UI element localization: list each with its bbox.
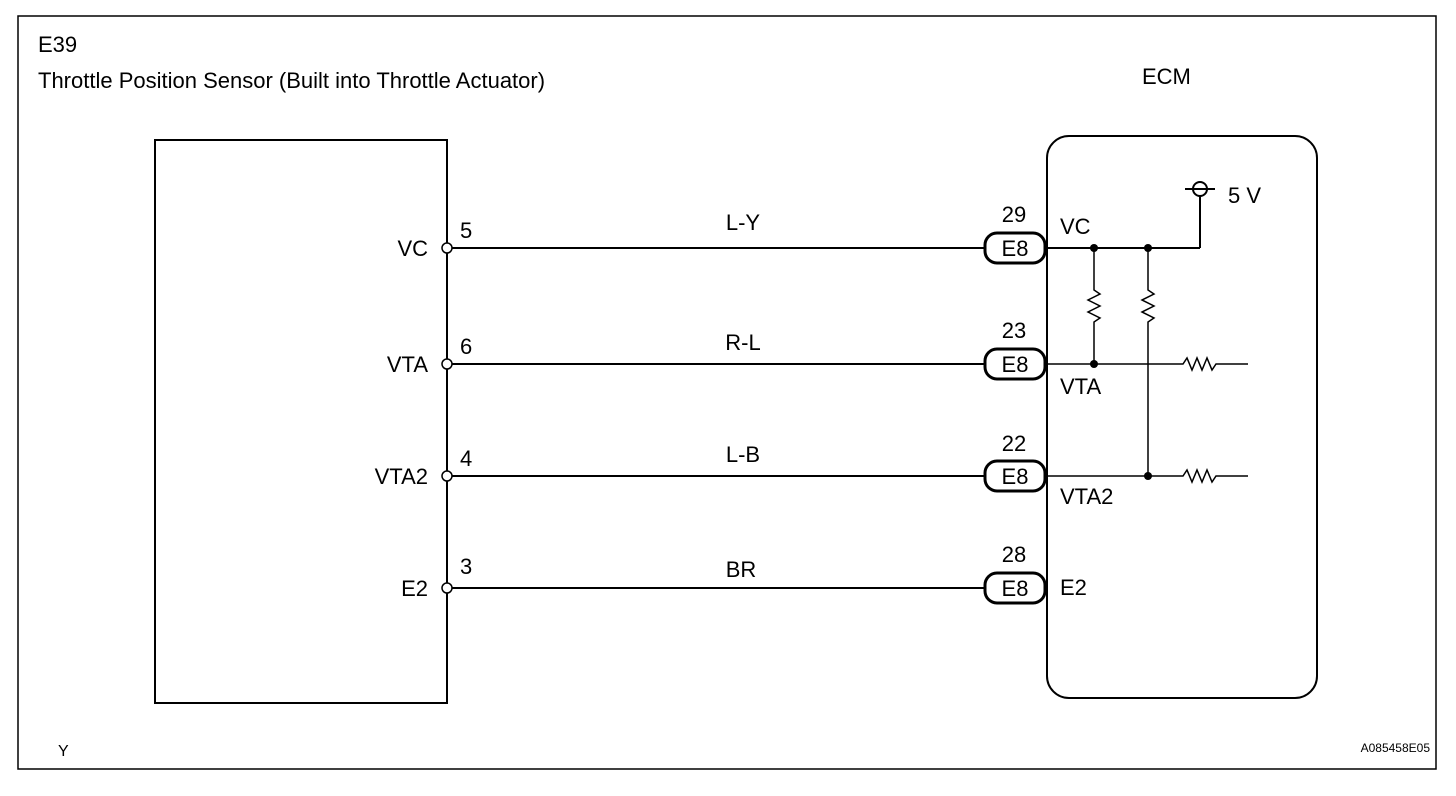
wire-color: R-L (725, 330, 760, 355)
ecm-pin-number: 29 (1002, 202, 1026, 227)
ecm-label: ECM (1142, 64, 1191, 89)
supply-voltage-label: 5 V (1228, 183, 1261, 208)
connector-code: E39 (38, 32, 77, 57)
sensor-pin-icon (441, 470, 453, 482)
diagram-frame (17, 15, 1437, 770)
sensor-pin-icon (441, 582, 453, 594)
wire-color: L-B (726, 442, 760, 467)
sensor-pin-icon (441, 242, 453, 254)
ecm-pin-number: 23 (1002, 318, 1026, 343)
sensor-terminal-label: E2 (401, 576, 428, 601)
ecm-terminal-label: VC (1060, 214, 1091, 239)
circuit-vc: VC 5 L-Y 29 E8 VC (397, 202, 1091, 265)
resistor-icon (1047, 356, 1248, 372)
sensor-pin-number: 5 (460, 218, 472, 243)
ecm-terminal-label: VTA (1060, 374, 1101, 399)
circuit-vta2: VTA2 4 L-B 22 E8 VTA2 (375, 431, 1114, 509)
ecm-body (1046, 135, 1318, 699)
footer-left-mark: Y (58, 743, 69, 760)
connector-code-label: E8 (1002, 236, 1029, 261)
resistor-icon (1140, 248, 1156, 476)
connector-code-label: E8 (1002, 576, 1029, 601)
connector-badge (983, 231, 1047, 265)
sensor-pin-number: 3 (460, 554, 472, 579)
sensor-body (154, 139, 448, 704)
ecm-pin-number: 22 (1002, 431, 1026, 456)
resistor-icon (1047, 468, 1248, 484)
ecm-pin-number: 28 (1002, 542, 1026, 567)
connector-badge (983, 347, 1047, 381)
wire-color: L-Y (726, 210, 761, 235)
wire-color: BR (726, 557, 757, 582)
ecm-internal-circuit (1047, 181, 1248, 484)
ecm-terminal-label: VTA2 (1060, 484, 1113, 509)
resistor-icon (1086, 248, 1102, 364)
circuit-e2: E2 3 BR 28 E8 E2 (401, 542, 1087, 605)
circuit-vta: VTA 6 R-L 23 E8 VTA (387, 318, 1102, 399)
sensor-terminal-label: VTA2 (375, 464, 428, 489)
sensor-pin-number: 4 (460, 446, 472, 471)
sensor-pin-icon (441, 358, 453, 370)
connector-badge (983, 571, 1047, 605)
connector-code-label: E8 (1002, 464, 1029, 489)
sensor-terminal-label: VC (397, 236, 428, 261)
component-title: Throttle Position Sensor (Built into Thr… (38, 68, 545, 93)
connector-code-label: E8 (1002, 352, 1029, 377)
figure-id: A085458E05 (1361, 741, 1431, 755)
ecm-terminal-label: E2 (1060, 575, 1087, 600)
sensor-terminal-label: VTA (387, 352, 428, 377)
sensor-pin-number: 6 (460, 334, 472, 359)
connector-badge (983, 459, 1047, 493)
